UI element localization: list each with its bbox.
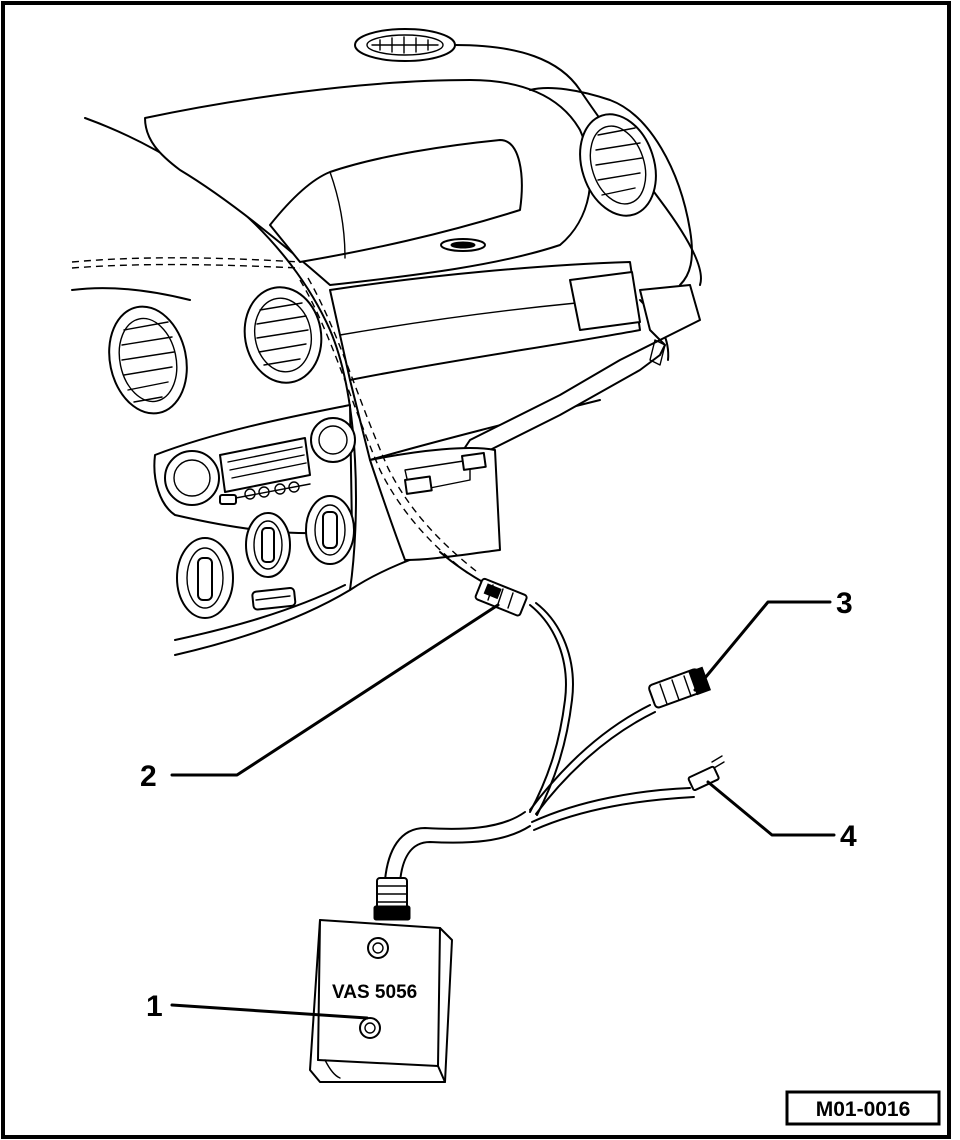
leader-line-1 <box>170 1003 369 1020</box>
connector-2 <box>474 577 528 617</box>
dashboard <box>71 28 702 656</box>
connector-4 <box>687 755 725 792</box>
callout-leaders <box>170 600 836 1020</box>
figure-id-box: M01-0016 <box>785 1090 941 1126</box>
leader-line-2 <box>170 603 500 777</box>
strain-relief <box>373 877 411 921</box>
figure-id: M01-0016 <box>816 1098 911 1121</box>
callout-2: 2 <box>140 760 157 793</box>
cable-harness <box>299 277 725 921</box>
vas-device: VAS 5056 <box>309 919 453 1083</box>
callout-4: 4 <box>840 820 857 853</box>
device-label: VAS 5056 <box>332 982 417 1003</box>
callout-3: 3 <box>836 587 853 620</box>
connector-3 <box>648 666 712 709</box>
leader-line-3 <box>693 600 832 692</box>
leader-line-4 <box>706 780 836 837</box>
callout-1: 1 <box>146 990 163 1023</box>
